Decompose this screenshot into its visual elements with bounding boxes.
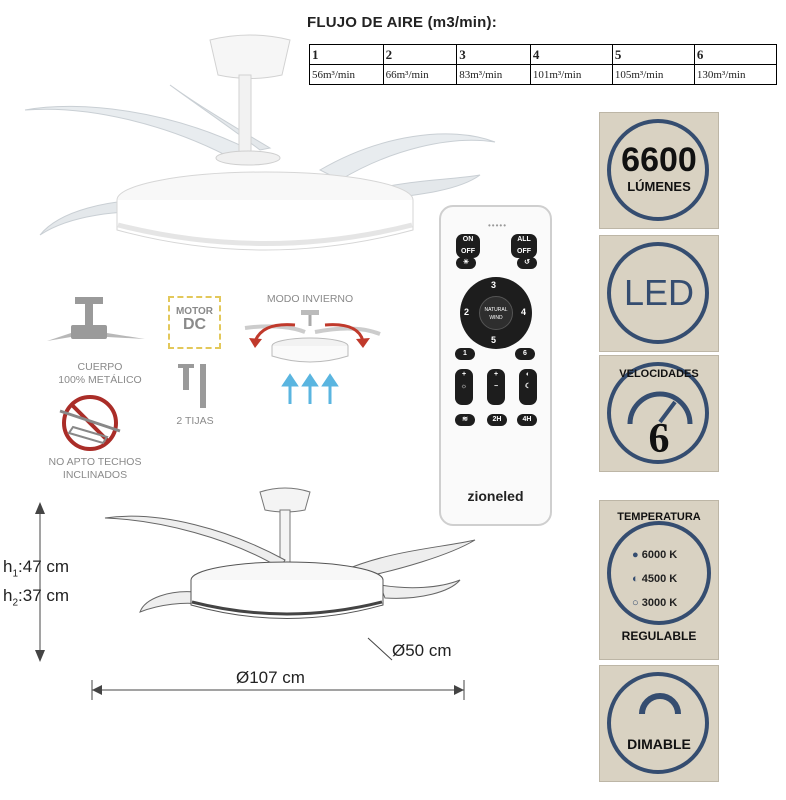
- remote-speed-1-button[interactable]: 1: [455, 348, 475, 360]
- lumens-value: 6600: [621, 141, 697, 179]
- airflow-value-row: 56m³/min 66m³/min 83m³/min 101m³/min 105…: [309, 64, 778, 85]
- temp-option-6000: ● 6000 K: [632, 543, 677, 567]
- height-dimension-line: [35, 502, 45, 662]
- remote-all-off-button[interactable]: ALL OFF: [511, 234, 537, 258]
- motor-dc-badge: MOTOR DC: [168, 296, 221, 349]
- airflow-title: FLUJO DE AIRE (m3/min):: [307, 14, 497, 31]
- temp-6000-label: 6000 K: [641, 549, 678, 561]
- h2-value: :37 cm: [18, 586, 70, 605]
- speedometer-icon: [627, 391, 693, 425]
- speed-cell: 4: [529, 44, 613, 65]
- color-up: +: [493, 371, 499, 378]
- temp-dot-empty-icon: ○: [632, 597, 639, 609]
- temperature-badge: TEMPERATURA ● 6000 K ◐ 4500 K ○ 3000 K R…: [599, 500, 719, 660]
- dimmer-arc-icon: [639, 693, 681, 715]
- temperature-options: ● 6000 K ◐ 4500 K ○ 3000 K: [632, 543, 677, 615]
- remote-on-off-button[interactable]: ON OFF: [456, 234, 480, 258]
- no-sloped-ceiling-icon: [59, 395, 121, 451]
- remote-timer-4h-button[interactable]: 4H: [517, 414, 537, 426]
- flow-cell: 105m³/min: [611, 64, 695, 85]
- remote-speed-5[interactable]: 5: [491, 335, 497, 345]
- speed-cell: 5: [611, 44, 695, 65]
- temp-dot-half-icon: ◐: [632, 573, 639, 585]
- dimmable-label: DIMABLE: [627, 736, 691, 752]
- dc-label: DC: [182, 316, 207, 333]
- temperature-title: TEMPERATURA: [617, 511, 701, 523]
- speed-cell: 6: [693, 44, 778, 65]
- speeds-value: 6: [648, 416, 670, 462]
- remote-breeze-button[interactable]: ≋: [455, 414, 475, 426]
- remote-control: ••••• ON OFF ALL OFF ☀ ↺ 3 2 4 5 NATURAL…: [439, 205, 552, 526]
- motor-label: MOTOR: [175, 306, 214, 317]
- remote-mode-button[interactable]: ↺: [517, 257, 537, 269]
- remote-timer-2h-button[interactable]: 2H: [487, 414, 507, 426]
- flow-cell: 83m³/min: [456, 64, 531, 85]
- width-dimension-line: [91, 680, 465, 700]
- remote-light-button[interactable]: ☀: [456, 257, 476, 269]
- flow-cell: 56m³/min: [309, 64, 384, 85]
- temp-option-3000: ○ 3000 K: [632, 591, 677, 615]
- metal-body-icon: [47, 297, 145, 341]
- speeds-badge: VELOCIDADES 6: [599, 355, 719, 472]
- no-slope-label-1: NO APTO TECHOS: [48, 456, 142, 468]
- led-label: LED: [623, 272, 695, 313]
- airflow-table: 1 2 3 4 5 6 56m³/min 66m³/min 83m³/min 1…: [309, 44, 778, 85]
- led-badge: LED: [599, 235, 719, 352]
- remote-speed-2[interactable]: 2: [464, 307, 470, 317]
- fan-dimension-image: [104, 487, 476, 619]
- remote-natural-wind-button[interactable]: NATURAL WIND: [479, 296, 513, 330]
- fan-product-image: [24, 34, 496, 251]
- temperature-footer: REGULABLE: [621, 629, 697, 643]
- remote-direction-rocker[interactable]: ◐☾: [519, 369, 537, 405]
- winter-mode-label: MODO INVIERNO: [266, 293, 354, 305]
- flow-cell: 130m³/min: [693, 64, 778, 85]
- dimmable-badge: DIMABLE: [599, 665, 719, 782]
- h1-subscript: 1: [12, 568, 19, 580]
- temp-option-4500: ◐ 4500 K: [632, 567, 677, 591]
- h2-subscript: 2: [12, 597, 19, 609]
- remote-brand-logo: zioneled: [467, 488, 524, 504]
- remote-speed-3[interactable]: 3: [491, 280, 497, 290]
- remote-speed-6-button[interactable]: 6: [515, 348, 535, 360]
- brightness-icon: ☼: [460, 383, 468, 390]
- two-rods-label: 2 TIJAS: [176, 415, 214, 427]
- remote-speed-4[interactable]: 4: [521, 307, 527, 317]
- flow-cell: 66m³/min: [382, 64, 458, 85]
- two-rods-icon: [178, 364, 206, 408]
- remote-brightness-rocker[interactable]: +☼: [455, 369, 473, 405]
- light-diameter-pointer: [367, 637, 393, 661]
- flow-cell: 101m³/min: [529, 64, 613, 85]
- winter-mode-icon: [244, 310, 381, 404]
- remote-color-rocker[interactable]: +−: [487, 369, 505, 405]
- metal-body-label-1: CUERPO: [77, 361, 123, 373]
- brightness-up: +: [461, 371, 467, 378]
- remote-led-dots: •••••: [488, 221, 508, 230]
- temp-dot-filled-icon: ●: [632, 549, 639, 561]
- metal-body-label-2: 100% METÁLICO: [58, 374, 142, 386]
- light-diameter-label: Ø50 cm: [392, 641, 452, 660]
- h1-value: :47 cm: [18, 557, 70, 576]
- h2-dimension: h2:37 cm: [3, 586, 69, 608]
- speeds-title: VELOCIDADES: [619, 368, 699, 380]
- h1-symbol: h: [3, 557, 13, 576]
- h2-symbol: h: [3, 586, 13, 605]
- lumens-badge: 6600 LÚMENES: [599, 112, 719, 229]
- lumens-unit: LÚMENES: [627, 179, 691, 194]
- h1-dimension: h1:47 cm: [3, 557, 69, 579]
- no-slope-label-2: INCLINADOS: [62, 469, 128, 481]
- temp-3000-label: 3000 K: [641, 597, 678, 609]
- fan-diameter-label: Ø107 cm: [236, 668, 305, 687]
- color-down: −: [493, 383, 499, 390]
- temp-4500-label: 4500 K: [641, 573, 678, 585]
